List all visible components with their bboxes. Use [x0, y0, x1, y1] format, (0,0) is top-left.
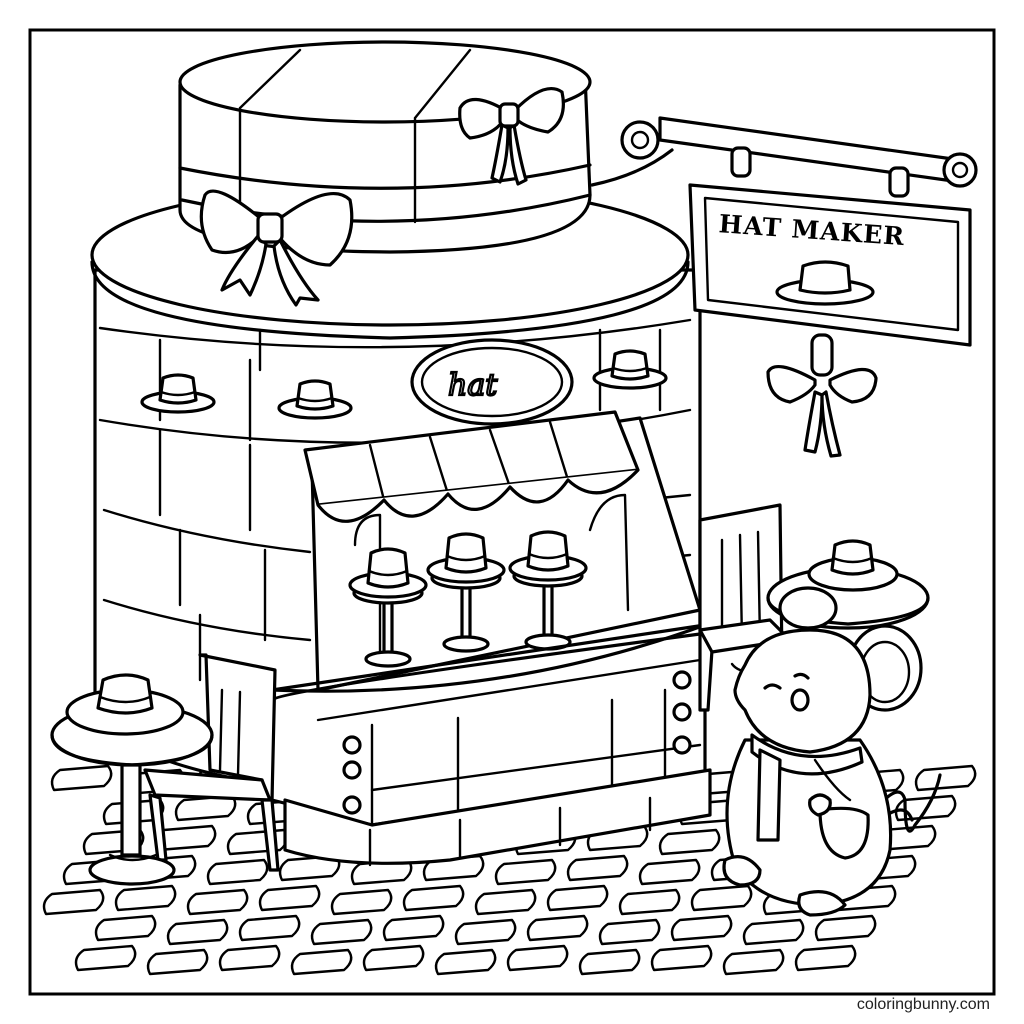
cobblestone [146, 948, 209, 976]
hanging-shop-sign: HAT MAKER [590, 116, 978, 458]
cobblestone [50, 764, 113, 792]
cobblestone [494, 858, 557, 886]
cobblestone [598, 918, 661, 946]
wall-hat-icon [277, 379, 353, 420]
cobblestone [42, 888, 105, 916]
cobblestone [114, 884, 177, 912]
cobblestone [474, 888, 537, 916]
striped-awning [303, 410, 640, 523]
cobblestone [658, 828, 721, 856]
cobblestone [362, 944, 425, 972]
hat-bow-right [458, 87, 565, 186]
cobblestone [670, 914, 733, 942]
hat-bow-left [199, 189, 354, 307]
cobblestone [566, 854, 629, 882]
cobblestone [290, 948, 353, 976]
watermark-text: coloringbunny.com [856, 996, 990, 1013]
cobblestone [454, 918, 517, 946]
hat-medallion-text: hat [448, 368, 498, 403]
cobblestone [914, 764, 977, 792]
cobblestone [434, 948, 497, 976]
hat-display-stand [508, 530, 588, 651]
cobblestone [206, 858, 269, 886]
cobblestone [578, 948, 641, 976]
wall-hat-icon [592, 349, 668, 390]
mouse-character [722, 586, 942, 917]
cobblestone [722, 948, 785, 976]
rivet [672, 670, 692, 690]
hat-shop-building: hat [90, 40, 712, 867]
rivet [342, 760, 362, 780]
cobblestone [794, 944, 857, 972]
cobblestone [382, 914, 445, 942]
cobblestone [638, 858, 701, 886]
rivet [342, 735, 362, 755]
cobblestone [238, 914, 301, 942]
hat-medallion-sign [410, 338, 574, 426]
cobblestone [546, 884, 609, 912]
cobblestone [814, 914, 877, 942]
cobblestone [422, 854, 485, 882]
rivet [672, 735, 692, 755]
hat-display-stand [426, 532, 506, 653]
cobblestone [94, 914, 157, 942]
cobblestone [166, 918, 229, 946]
cobblestone [186, 888, 249, 916]
cobblestone [526, 914, 589, 942]
rivet [672, 702, 692, 722]
cobblestone [894, 794, 957, 822]
cobblestone [742, 918, 805, 946]
rivet [342, 795, 362, 815]
cobblestone [618, 888, 681, 916]
cobblestone [330, 888, 393, 916]
wall-hat-icon [140, 373, 216, 414]
left-table-chair [50, 653, 280, 886]
cobblestone [650, 944, 713, 972]
cobblestone [402, 884, 465, 912]
cobblestone [310, 918, 373, 946]
sign-hat-icon [775, 260, 875, 306]
cobblestone [258, 884, 321, 912]
cobblestone [218, 944, 281, 972]
cobblestone [174, 794, 237, 822]
hat-display-stand [348, 547, 428, 668]
cobblestone [74, 944, 137, 972]
cobblestone [690, 884, 753, 912]
cobblestone [506, 944, 569, 972]
